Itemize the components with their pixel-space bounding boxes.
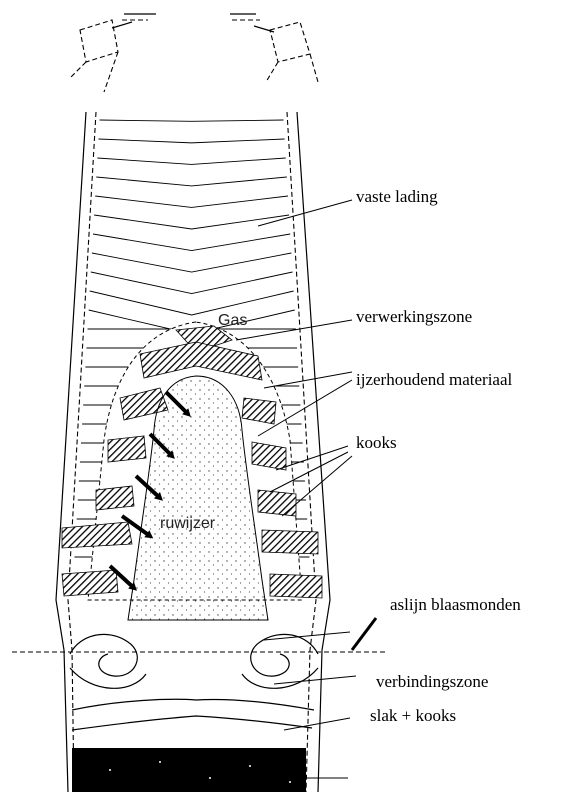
ore-band (96, 486, 134, 510)
ore-band (258, 490, 296, 516)
hearth-molten-iron (72, 748, 306, 792)
label-verbindingszone: verbindingszone (376, 672, 488, 691)
charging-hopper-left (70, 14, 156, 92)
charge-layer-line (91, 272, 293, 294)
connecting-zone (72, 699, 314, 730)
charge-layer-line (96, 177, 287, 186)
label-gas: Gas (218, 312, 247, 329)
tuyere-axis (12, 618, 386, 652)
charge-layer-line (100, 120, 284, 121)
label-aslijn-blaasmonden: aslijn blaasmonden (390, 595, 521, 614)
ore-band (270, 574, 322, 598)
label-kooks: kooks (356, 433, 397, 452)
charge-layer-line (92, 253, 291, 272)
label-ijzerhoudend-materiaal: ijzerhoudend materiaal (356, 370, 513, 389)
charge-layer-line (90, 291, 294, 315)
label-verwerkingszone: verwerkingszone (356, 307, 472, 326)
charge-layer-line (94, 215, 289, 229)
ore-band (62, 570, 118, 596)
label-slak-kooks: slak + kooks (370, 706, 456, 725)
ore-band (108, 436, 146, 462)
charge-layer-line (95, 196, 288, 207)
ore-band (62, 522, 132, 548)
raceway-right (242, 634, 318, 688)
label-vaste-lading: vaste lading (356, 187, 438, 206)
charging-hopper-right (230, 14, 318, 82)
charge-layer-line (93, 234, 290, 251)
tuyere-pointer (352, 618, 376, 650)
charge-layer-line (98, 139, 284, 143)
ore-band (262, 530, 318, 554)
charge-layer-line (97, 158, 285, 164)
raceway-left (70, 634, 146, 688)
label-ruwijzer: ruwijzer (160, 515, 216, 532)
